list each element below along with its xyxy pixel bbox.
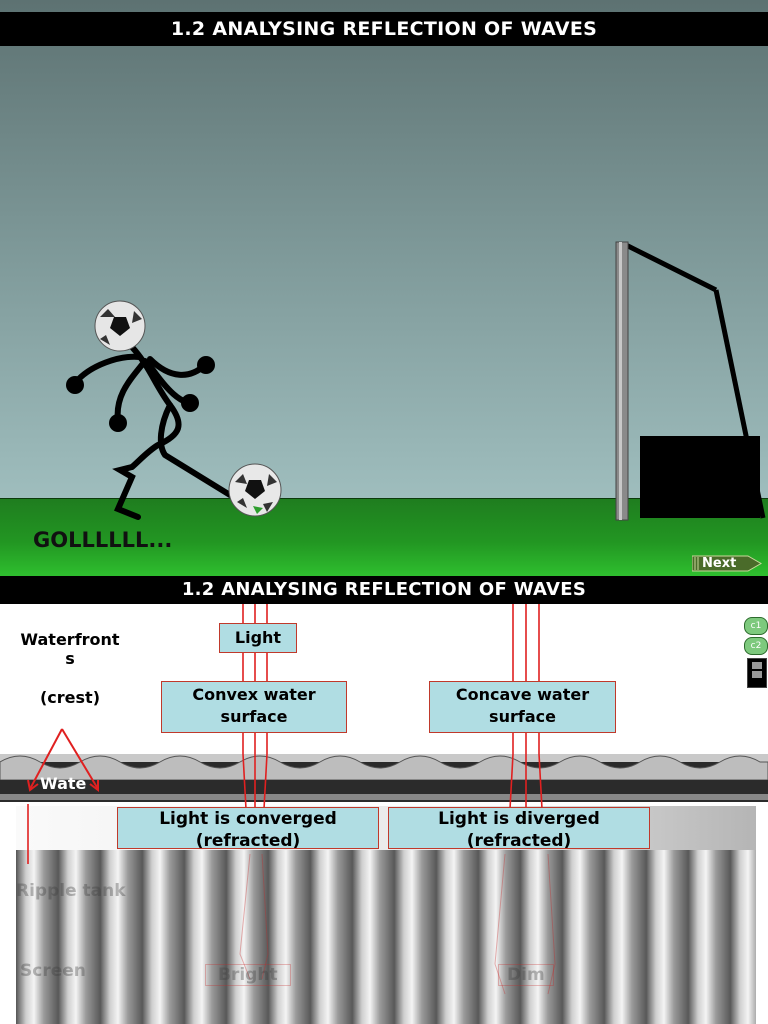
tank-base — [0, 794, 768, 800]
concave-label: Concave water surface — [429, 681, 616, 733]
slide-goal-animation: 1.2 ANALYSING REFLECTION OF WAVES — [0, 0, 768, 576]
concave-line2: surface — [489, 707, 556, 726]
waterfronts-label: Waterfront s — [5, 630, 135, 668]
convex-line2: surface — [220, 707, 288, 726]
converged-line2: (refracted) — [195, 831, 301, 849]
dim-label: Dim — [498, 964, 554, 986]
converged-label: Light is converged (refracted) — [117, 807, 379, 849]
water-wave-surface — [0, 754, 768, 780]
diverged-line1: Light is diverged — [438, 809, 600, 829]
soccer-ball-icon — [228, 463, 282, 517]
next-label: Next — [702, 556, 737, 571]
waterfronts-line1: Waterfront — [20, 630, 120, 649]
slide2-title: 1.2 ANALYSING REFLECTION OF WAVES — [0, 576, 768, 604]
stick-figure-player-icon — [66, 300, 233, 520]
concave-line1: Concave water — [455, 685, 590, 704]
control-c2-button[interactable]: c2 — [744, 637, 768, 655]
converged-line1: Light is converged — [159, 809, 337, 829]
water-label: Wate — [40, 774, 87, 793]
film-strip-icon[interactable] — [747, 658, 767, 688]
convex-label: Convex water surface — [161, 681, 347, 733]
slide1-title: 1.2 ANALYSING REFLECTION OF WAVES — [0, 12, 768, 46]
crest-label: (crest) — [39, 688, 101, 707]
control-c1-button[interactable]: c1 — [744, 617, 768, 635]
arrow-next-icon — [692, 555, 762, 572]
screen-label: Screen — [20, 961, 86, 981]
goal-post-icon — [615, 241, 766, 521]
goal-caption: GOLLLLLL... — [33, 528, 173, 552]
waterfronts-line2: s — [65, 649, 75, 668]
diverged-label: Light is diverged (refracted) — [388, 807, 650, 849]
diverged-line2: (refracted) — [466, 831, 572, 849]
slide-ripple-tank: 1.2 ANALYSING REFLECTION OF WAVES Waterf… — [0, 576, 768, 1024]
next-button[interactable]: Next — [692, 555, 762, 572]
ripple-tank-label: Ripple tank — [16, 881, 126, 901]
convex-line1: Convex water — [192, 685, 316, 704]
bright-label: Bright — [205, 964, 291, 986]
light-label: Light — [219, 623, 297, 653]
